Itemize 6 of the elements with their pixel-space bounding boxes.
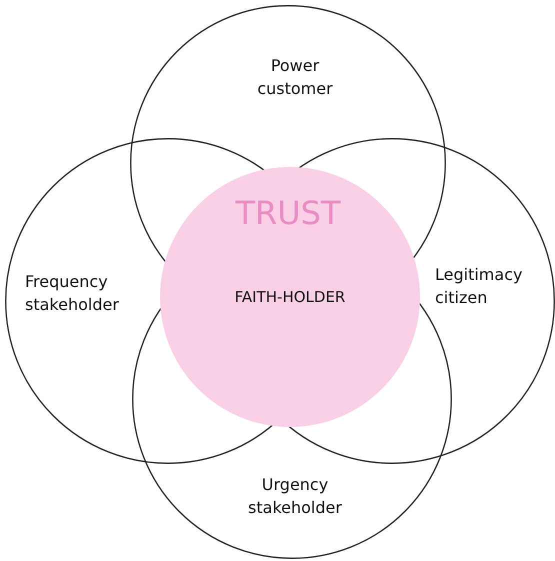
circle-label: FAITH-HOLDER [234,287,346,308]
circle-label: TRUST [234,193,342,233]
circle-label: Legitimacy citizen [435,264,524,309]
circle-label: Frequency stakeholder [25,271,120,316]
circle-label: Power customer [256,55,334,100]
circle-label: Urgency stakeholder [247,474,343,519]
